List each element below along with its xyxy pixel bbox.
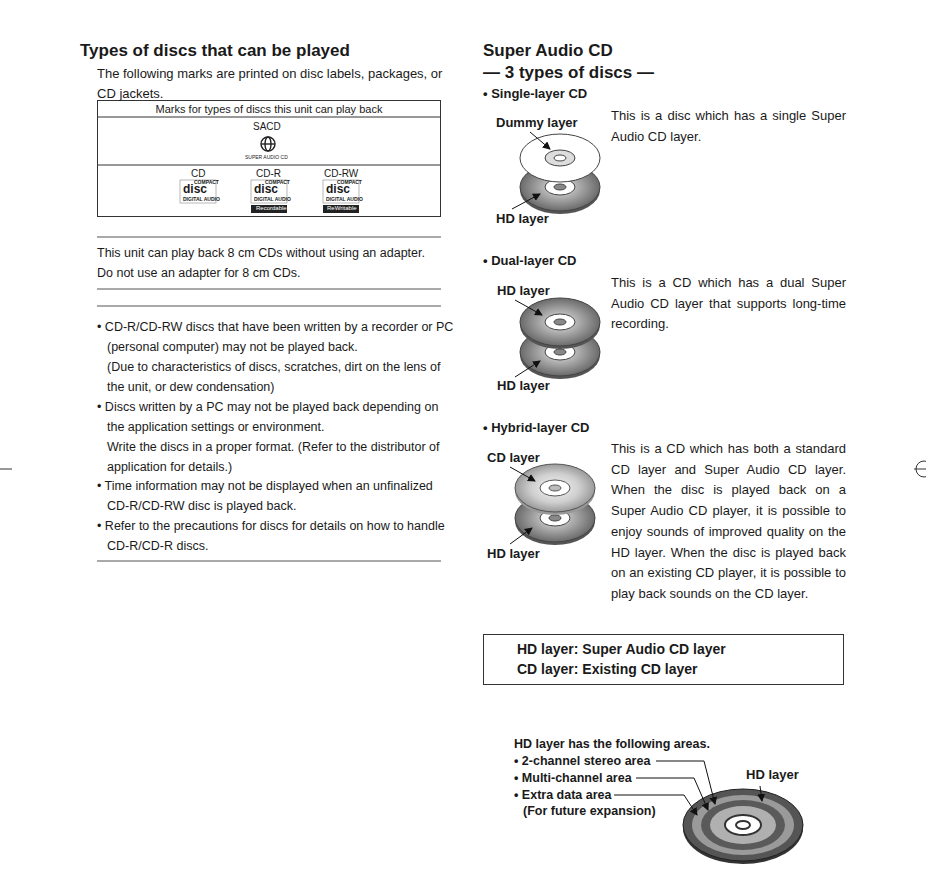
disc-description: This is a CD which has a dual Super Audi…: [611, 273, 846, 335]
rule: [97, 237, 441, 238]
logo-text: DIGITAL AUDIO: [183, 197, 220, 203]
logo-band: [251, 205, 287, 213]
layer-label: HD layer: [496, 211, 549, 228]
mark-label: SACD: [253, 120, 281, 133]
bullet-note: • Time information may not be displayed …: [97, 476, 455, 516]
rule: [97, 561, 441, 562]
bullet-note: • CD-R/CD-RW discs that have been writte…: [97, 317, 455, 357]
logo-text: DIGITAL AUDIO: [326, 197, 363, 203]
logo-band-text: ReWritable: [327, 205, 357, 212]
rule: [97, 289, 441, 290]
hd-area-disc: [683, 789, 803, 864]
mark-label: CD-R: [256, 167, 281, 180]
disc-description: This is a disc which has a single Super …: [611, 106, 846, 147]
disc-type-heading: • Dual-layer CD: [483, 253, 576, 270]
logo-disc: disc: [254, 183, 278, 196]
mark-label: CD-RW: [324, 167, 358, 180]
node-text: HD layer: Super Audio CD layer: [517, 640, 833, 660]
layer-label: HD layer: [497, 378, 550, 395]
area-item: • Extra data area: [514, 787, 612, 803]
area-heading: HD layer has the following areas.: [514, 736, 710, 752]
disc-type-heading: • Hybrid-layer CD: [483, 420, 589, 437]
area-item: (For future expansion): [523, 803, 656, 819]
intro-text: The following marks are printed on disc …: [97, 64, 447, 104]
logo-disc: disc: [183, 183, 207, 196]
leader-line: [530, 132, 550, 149]
logo-disc: disc: [326, 183, 350, 196]
leader-line: [510, 467, 535, 481]
rule: [97, 306, 441, 307]
logo-band-text: Recordable: [256, 205, 287, 212]
leader-line: [515, 361, 540, 377]
layer-key-box: HD layer: Super Audio CD layerCD layer: …: [483, 634, 844, 685]
mark-label: CD: [191, 167, 205, 180]
logo-text: DIGITAL AUDIO: [254, 197, 291, 203]
note-text: Do not use an adapter for 8 cm CDs.: [97, 265, 301, 281]
note-text: This unit can play back 8 cm CDs without…: [97, 245, 425, 261]
table-rule: [97, 165, 440, 166]
disc-type-heading: • Single-layer CD: [483, 86, 587, 103]
single-layer-disc: [520, 134, 600, 214]
table-rule: [97, 117, 440, 118]
bullet-note: • Refer to the precautions for discs for…: [97, 516, 455, 556]
dual-layer-disc: [520, 298, 600, 379]
logo-text: SUPER AUDIO CD: [245, 155, 288, 161]
area-item: • Multi-channel area: [514, 770, 632, 786]
disc-description: This is a CD which has both a standard C…: [611, 439, 846, 605]
section-subheading: — 3 types of discs —: [483, 62, 654, 84]
leader-line: [760, 786, 762, 801]
node-text: Marks for types of discs this unit can p…: [102, 102, 436, 117]
sacd-logo: [261, 137, 275, 151]
crop-mark: [0, 469, 12, 470]
layer-label: HD layer: [487, 546, 540, 563]
leader-line: [512, 194, 540, 209]
bullet-note: (Due to characteristics of discs, scratc…: [107, 357, 447, 397]
bullet-note: Write the discs in a proper format. (Ref…: [107, 437, 447, 477]
layer-label: CD layer: [487, 450, 540, 467]
page-heading: Types of discs that can be played: [80, 40, 350, 62]
node-text: CD layer: Existing CD layer: [517, 660, 833, 680]
leader-line: [510, 528, 532, 544]
layer-label: HD layer: [746, 767, 799, 784]
crop-mark: [914, 469, 926, 470]
layer-label: HD layer: [497, 283, 550, 300]
area-item: • 2-channel stereo area: [514, 753, 650, 769]
bullet-note: • Discs written by a PC may not be playe…: [97, 397, 455, 437]
logo-band: [323, 205, 359, 213]
leader-line: [515, 300, 542, 315]
section-heading: Super Audio CD: [483, 40, 613, 62]
layer-label: Dummy layer: [496, 115, 578, 132]
